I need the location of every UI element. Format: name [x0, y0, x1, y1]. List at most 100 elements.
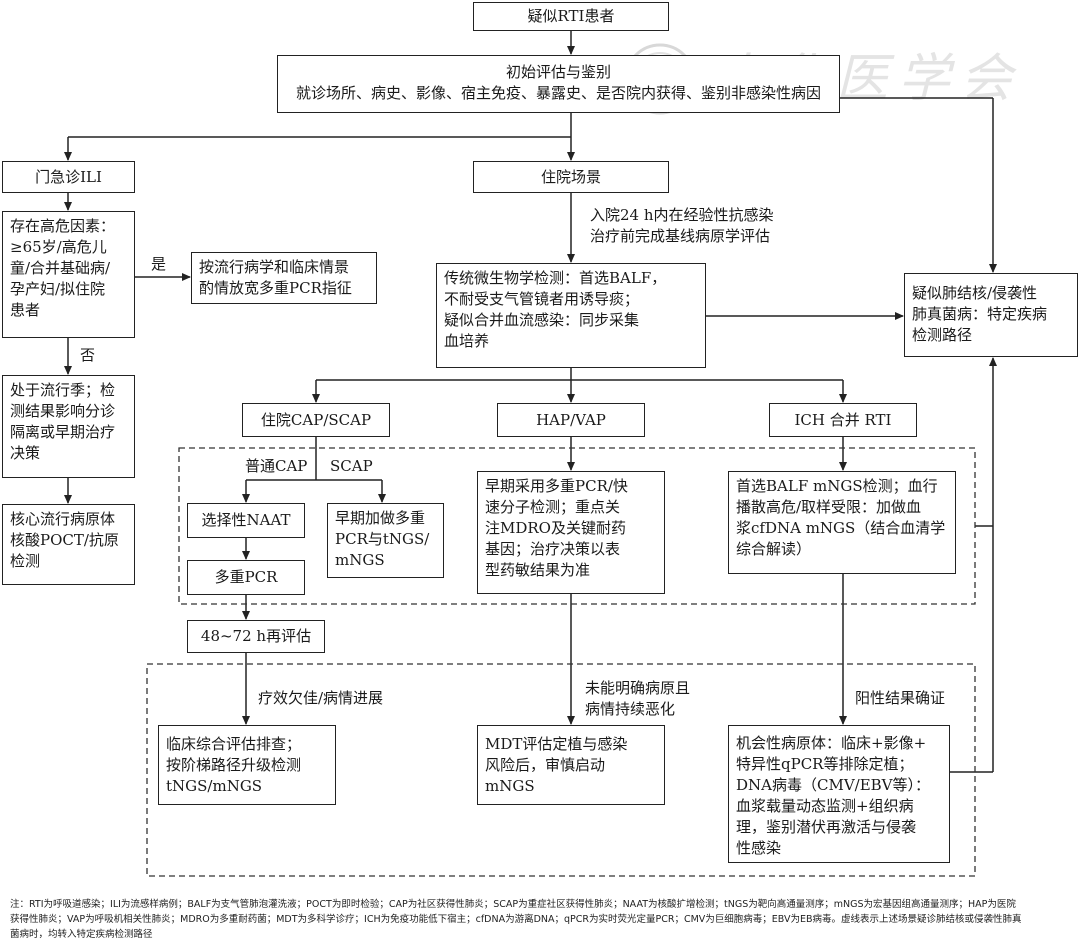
- node-text: 性感染: [736, 839, 782, 857]
- node-text: MDT评估定植与感染: [485, 735, 628, 753]
- footnote-line: 获得性肺炎；VAP为呼吸机相关性肺炎；MDRO为多重耐药菌；MDT为多科学诊疗；…: [10, 914, 1022, 925]
- edge-label-poor-response: 疗效欠佳/病情进展: [258, 688, 383, 709]
- node-text: 疑似肺结核/侵袭性: [912, 284, 1038, 302]
- node-text: 理，鉴别潜伏再激活与侵袭: [736, 818, 917, 836]
- edge-label-text: 未能明确病原且: [585, 679, 691, 697]
- node-scap-early-tests: 早期加做多重 PCR与tNGS/ mNGS: [327, 503, 444, 578]
- node-text: 早期采用多重PCR/快: [485, 477, 628, 495]
- node-text: 按阶梯路径升级检测: [166, 756, 302, 774]
- edge-label-text: 病情持续恶化: [585, 700, 676, 718]
- node-text: DNA病毒（CMV/EBV等）：: [736, 776, 931, 794]
- edge-label-positive: 阳性结果确证: [855, 688, 945, 709]
- node-text: 检测路径: [912, 326, 973, 344]
- node-text: 疑似合并血流感染：同步采集: [444, 311, 640, 329]
- node-text: 型药敏结果为准: [485, 561, 591, 579]
- node-inpatient-setting: 住院场景: [473, 161, 669, 193]
- node-text: HAP/VAP: [536, 410, 606, 429]
- edge-label-text: 治疗前完成基线病原学评估: [590, 227, 771, 245]
- node-text: tNGS/mNGS: [166, 777, 263, 795]
- node-text: 首选BALF mNGS检测；血行: [736, 477, 938, 495]
- node-text: 基因；治疗决策以表: [485, 540, 621, 558]
- edge-label-text: 入院24 h内在经验性抗感染: [590, 206, 774, 224]
- node-text: 门急诊ILI: [35, 167, 102, 186]
- node-text: 血培养: [444, 332, 490, 350]
- edge-label-yes: 是: [151, 254, 166, 275]
- node-text: 48~72 h再评估: [200, 627, 312, 645]
- node-text: mNGS: [485, 777, 535, 795]
- node-mdt-evaluation: MDT评估定植与感染 风险后，审慎启动 mNGS: [477, 725, 665, 805]
- node-hap-vap: HAP/VAP: [497, 403, 645, 437]
- footnote-line: 菌病时，均转入特定疾病检测路径: [10, 929, 153, 940]
- edge-label-common-cap: 普通CAP: [245, 456, 307, 477]
- node-text: 特异性qPCR等排除定植；: [736, 755, 914, 773]
- node-text: PCR与tNGS/: [335, 530, 430, 548]
- node-tb-fungal-pathway: 疑似肺结核/侵袭性 肺真菌病：特定疾病 检测路径: [904, 273, 1078, 357]
- node-text: 童/合并基础病/: [10, 259, 111, 277]
- node-reevaluation: 48~72 h再评估: [187, 620, 325, 653]
- edge-label-text: 疗效欠佳/病情进展: [258, 689, 384, 707]
- edge-label-scap: SCAP: [330, 456, 373, 477]
- node-text: 决策: [10, 444, 41, 462]
- node-traditional-microbiology: 传统微生物学检测：首选BALF， 不耐受支气管镜者用诱导痰； 疑似合并血流感染：…: [436, 263, 706, 368]
- node-poct-testing: 核心流行病原体 核酸POCT/抗原 检测: [2, 504, 135, 585]
- node-suspected-rti: 疑似RTI患者: [473, 2, 669, 31]
- node-high-risk-factors: 存在高危因素： ≥65岁/高危儿 童/合并基础病/ 孕产妇/拟住院 患者: [2, 211, 135, 338]
- node-ich-rti: ICH 合并 RTI: [769, 403, 917, 437]
- node-hap-molecular: 早期采用多重PCR/快 速分子检测；重点关 注MDRO及关键耐药 基因；治疗决策…: [477, 471, 665, 594]
- node-text: 处于流行季；检: [10, 381, 116, 399]
- node-text: 浆cfDNA mNGS（结合血清学: [736, 519, 946, 537]
- node-initial-evaluation: 初始评估与鉴别 就诊场所、病史、影像、宿主免疫、暴露史、是否院内获得、鉴别非感染…: [277, 55, 840, 113]
- footnote-line: 注：RTI为呼吸道感染；ILI为流感样病例；BALF为支气管肺泡灌洗液；POCT…: [10, 899, 1016, 910]
- node-selective-naat: 选择性NAAT: [187, 503, 305, 538]
- edge-label-text: SCAP: [330, 457, 373, 475]
- node-text: 多重PCR: [214, 568, 278, 586]
- node-cap-scap: 住院CAP/SCAP: [242, 403, 390, 437]
- node-text: 患者: [10, 301, 41, 319]
- node-text: 播散高危/取样受限：加做血: [736, 498, 922, 516]
- node-text: 就诊场所、病史、影像、宿主免疫、暴露史、是否院内获得、鉴别非感染性病因: [295, 84, 821, 102]
- node-text: 综合解读）: [736, 540, 812, 558]
- edge-label-no: 否: [80, 345, 95, 366]
- node-text: 测结果影响分诊: [10, 402, 116, 420]
- footnote: 注：RTI为呼吸道感染；ILI为流感样病例；BALF为支气管肺泡灌洗液；POCT…: [10, 897, 1072, 942]
- node-text: 选择性NAAT: [201, 511, 291, 529]
- node-clinical-evaluation: 临床综合评估排查； 按阶梯路径升级检测 tNGS/mNGS: [158, 725, 336, 805]
- node-text: 住院CAP/SCAP: [260, 410, 372, 429]
- node-text: 临床综合评估排查；: [166, 735, 302, 753]
- edge-label-text: 是: [151, 255, 167, 273]
- node-text: 检测: [10, 552, 41, 570]
- node-text: 隔离或早期治疗: [10, 423, 116, 441]
- dashed-region-upper: [178, 447, 976, 605]
- node-text: 早期加做多重: [335, 509, 426, 527]
- node-multiplex-pcr: 多重PCR: [187, 560, 305, 595]
- edge-label-unclear-pathogen: 未能明确病原且 病情持续恶化: [585, 678, 690, 720]
- node-text: 按流行病学和临床情景: [199, 258, 350, 276]
- dashed-region-lower: [146, 663, 976, 877]
- node-text: 注MDRO及关键耐药: [485, 519, 626, 537]
- node-text: 速分子检测；重点关: [485, 498, 621, 516]
- node-ich-mngs: 首选BALF mNGS检测；血行 播散高危/取样受限：加做血 浆cfDNA mN…: [728, 471, 956, 574]
- node-text: 血浆载量动态监测+组织病: [736, 797, 914, 815]
- edge-label-text: 普通CAP: [245, 457, 308, 475]
- node-text: ICH 合并 RTI: [794, 410, 892, 429]
- node-text: 机会性病原体：临床+影像+: [736, 734, 927, 752]
- node-text: 住院场景: [540, 167, 601, 186]
- node-text: 核心流行病原体: [10, 510, 116, 528]
- node-opportunistic-pathogens: 机会性病原体：临床+影像+ 特异性qPCR等排除定植； DNA病毒（CMV/EB…: [728, 725, 950, 863]
- node-flu-season: 处于流行季；检 测结果影响分诊 隔离或早期治疗 决策: [2, 375, 135, 478]
- node-text: 核酸POCT/抗原: [10, 531, 119, 549]
- node-text: 孕产妇/拟住院: [10, 280, 106, 298]
- node-text: 存在高危因素：: [10, 217, 116, 235]
- node-text: 肺真菌病：特定疾病: [912, 305, 1048, 323]
- node-text: 不耐受支气管镜者用诱导痰；: [444, 290, 640, 308]
- node-text: mNGS: [335, 551, 385, 569]
- node-text: 传统微生物学检测：首选BALF，: [444, 269, 667, 287]
- edge-label-text: 否: [80, 346, 96, 364]
- node-text: 风险后，审慎启动: [485, 756, 606, 774]
- node-text: ≥65岁/高危儿: [10, 238, 107, 256]
- node-text: 初始评估与鉴别: [505, 63, 611, 81]
- node-outpatient-ili: 门急诊ILI: [2, 161, 135, 193]
- node-text: 疑似RTI患者: [527, 7, 615, 25]
- node-pcr-indication: 按流行病学和临床情景 酌情放宽多重PCR指征: [191, 252, 377, 304]
